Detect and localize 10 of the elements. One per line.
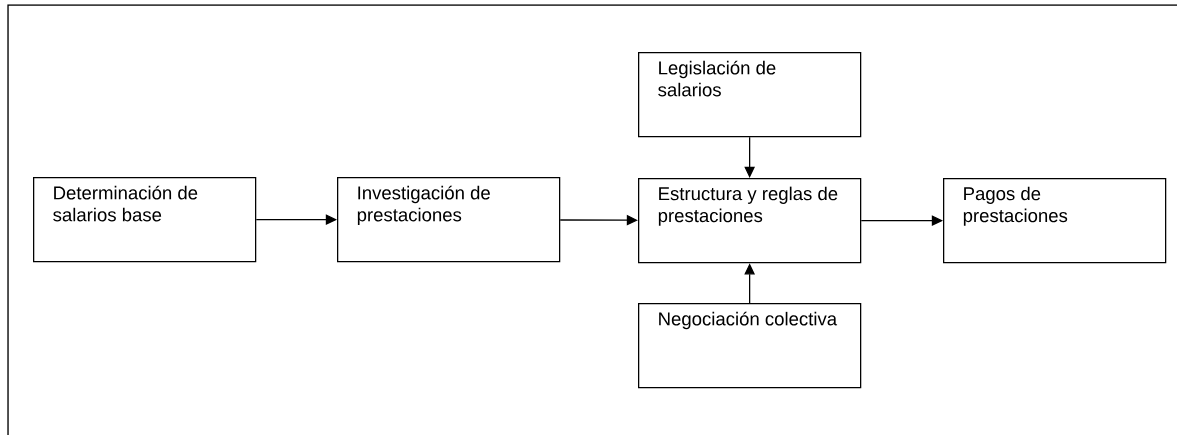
- process-box: Pagos de prestaciones: [943, 178, 1167, 264]
- process-box: Legislación de salarios: [638, 52, 862, 138]
- process-box: Determinación de salarios base: [33, 177, 257, 263]
- arrow: [559, 214, 638, 226]
- process-box: Estructura y reglas de prestaciones: [638, 178, 862, 264]
- arrow: [744, 136, 756, 178]
- process-box: Investigación de prestaciones: [337, 177, 561, 263]
- process-box: Negociación colectiva: [638, 303, 862, 389]
- arrow: [255, 214, 337, 225]
- arrow: [860, 215, 943, 226]
